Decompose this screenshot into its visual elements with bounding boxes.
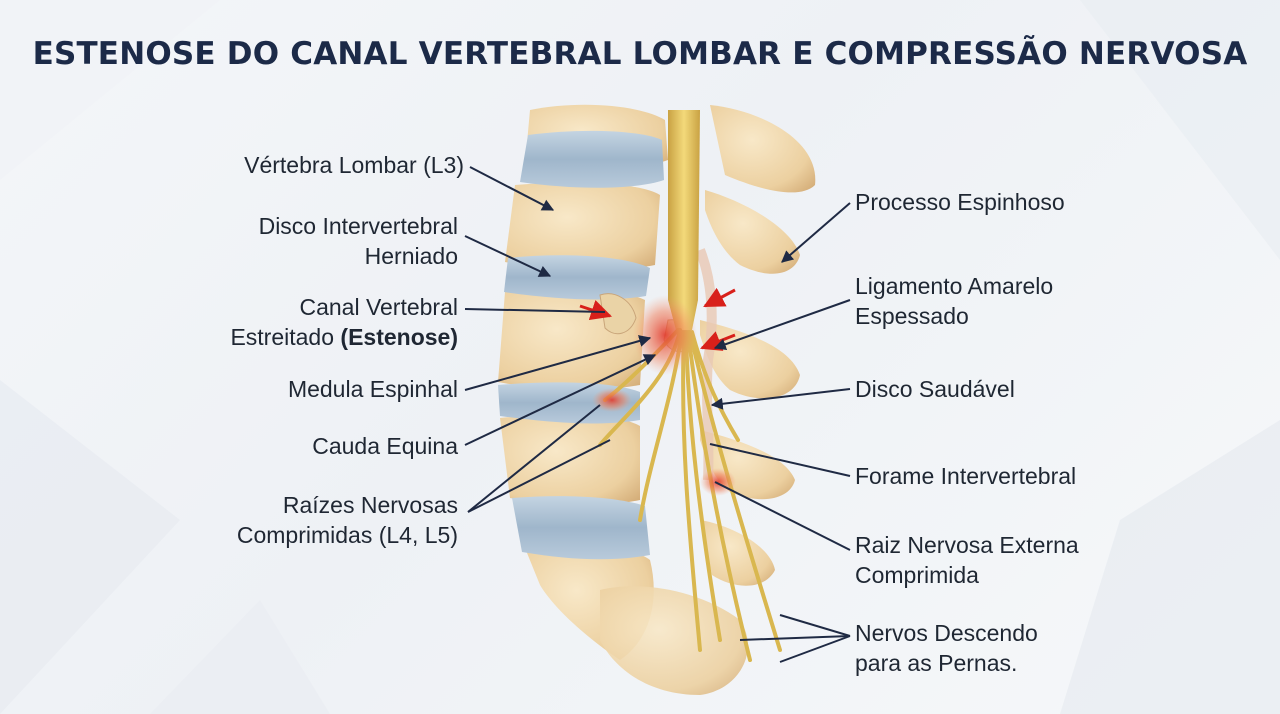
page-title: ESTENOSE DO CANAL VERTEBRAL LOMBAR E COM… <box>32 36 1248 72</box>
spinal-cord <box>668 110 700 330</box>
label-spinous-process: Processo Espinhoso <box>855 189 1065 215</box>
label-spinal-cord: Medula Espinhal <box>287 376 458 402</box>
label-herniated-disc: Disco Intervertebral Herniado <box>258 213 458 269</box>
label-compressed-nerve-roots: Raízes Nervosas Comprimidas (L4, L5) <box>236 492 458 548</box>
label-healthy-disc: Disco Saudável <box>855 376 1015 402</box>
leader-lines <box>464 166 851 663</box>
label-nerves-to-legs: Nervos Descendo para as Pernas. <box>855 620 1038 676</box>
label-narrowed-canal: Canal Vertebral Estreitado (Estenose) <box>230 294 458 350</box>
label-ligamentum-flavum: Ligamento Amarelo Espessado <box>855 273 1054 329</box>
label-intervertebral-foramen: Forame Intervertebral <box>855 463 1077 489</box>
ligamentum-flavum <box>695 248 717 481</box>
label-lumbar-vertebra: Vértebra Lombar (L3) <box>244 152 464 178</box>
label-compressed-outer-root: Raiz Nervosa Externa Comprimida <box>855 532 1079 588</box>
label-cauda-equina: Cauda Equina <box>312 433 458 459</box>
